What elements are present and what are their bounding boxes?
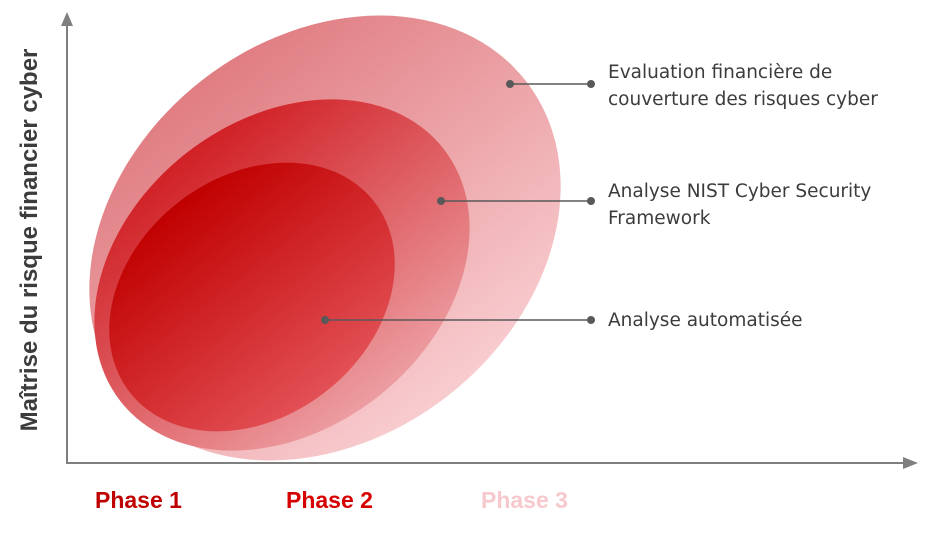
label-analyse-nist: Analyse NIST Cyber Security Framework: [608, 178, 871, 232]
label-line: couverture des risques cyber: [608, 89, 878, 110]
label-evaluation-financiere: Evaluation financière de couverture des …: [608, 59, 878, 113]
phase-3-label: Phase 3: [481, 487, 568, 513]
label-line: Framework: [608, 208, 711, 229]
leader-phase-1: [321, 316, 595, 324]
leader-phase-3: [506, 80, 595, 88]
phase-2-label: Phase 2: [286, 487, 373, 513]
label-analyse-automatisee: Analyse automatisée: [608, 307, 803, 334]
label-line: Evaluation financière de: [608, 62, 833, 83]
label-line: Analyse automatisée: [608, 310, 803, 331]
y-axis-arrowhead: [61, 12, 73, 26]
ellipse-phase-1: [109, 162, 395, 432]
x-axis-arrowhead: [903, 457, 918, 469]
phase-1-label: Phase 1: [95, 487, 182, 513]
leader-phase-2: [437, 197, 595, 205]
y-axis-title: Maîtrise du risque financier cyber: [16, 48, 43, 432]
label-line: Analyse NIST Cyber Security: [608, 181, 872, 202]
